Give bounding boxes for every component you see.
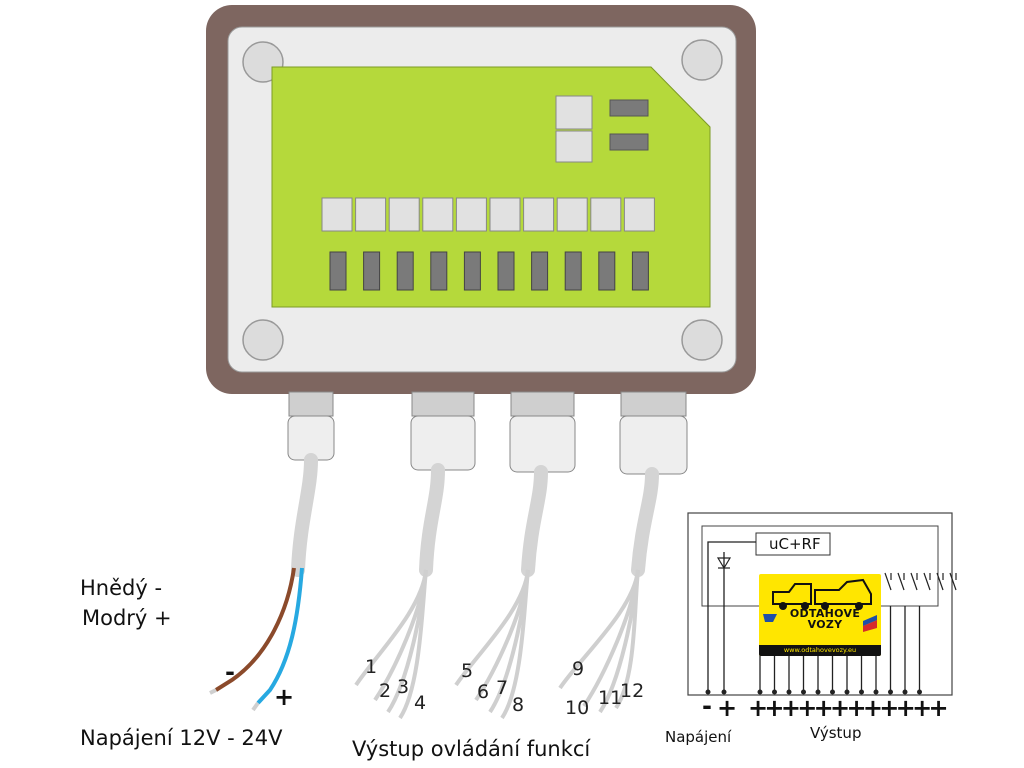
circuit-board xyxy=(271,66,711,308)
schematic-switch xyxy=(923,572,931,591)
board-component xyxy=(555,95,593,130)
wire-number: 3 xyxy=(397,676,410,698)
relay xyxy=(497,251,515,291)
output-cable-2 xyxy=(521,465,548,577)
terminal-block xyxy=(489,197,521,232)
schematic-terminal xyxy=(888,689,893,695)
relay xyxy=(598,251,616,291)
plus-sign: + xyxy=(274,683,295,711)
terminal-block xyxy=(422,197,454,232)
schematic-terminal xyxy=(705,689,711,695)
terminal-block xyxy=(321,197,353,232)
board-component xyxy=(609,99,649,117)
gland-nut xyxy=(510,391,575,417)
wire-number: 4 xyxy=(414,692,427,714)
output-wire xyxy=(500,569,530,720)
schematic-terminal xyxy=(757,689,763,695)
schematic-switch xyxy=(897,572,905,591)
schematic-terminal xyxy=(815,689,821,695)
output-wires-1 xyxy=(354,569,640,720)
terminal-row xyxy=(321,197,655,232)
schematic-switch xyxy=(910,572,918,591)
wire-number: 9 xyxy=(572,658,585,680)
schematic-terminal xyxy=(786,689,792,695)
wire-number: 10 xyxy=(565,697,590,719)
relay xyxy=(531,251,549,291)
wire-number: 1 xyxy=(365,656,378,678)
output-cable-3 xyxy=(631,467,659,577)
minus-sign: - xyxy=(225,658,235,686)
output-cable-1 xyxy=(419,463,445,577)
screw xyxy=(242,319,284,361)
screw xyxy=(681,39,723,81)
wire-number: 8 xyxy=(512,694,525,716)
gland-sleeve xyxy=(509,415,576,473)
relay xyxy=(631,251,649,291)
wire-number: 6 xyxy=(477,681,490,703)
schematic-switch xyxy=(884,572,892,591)
wire-number: 2 xyxy=(379,680,392,702)
schematic-power-label: Napájení xyxy=(665,728,732,746)
relay xyxy=(363,251,381,291)
schematic-switch xyxy=(936,572,944,591)
gland-nut xyxy=(288,391,334,417)
terminal-block xyxy=(388,197,420,232)
gland-nut xyxy=(411,391,475,417)
relay xyxy=(329,251,347,291)
wire-number: 12 xyxy=(620,680,645,702)
schematic-output-pluses: ++++++++++++ xyxy=(748,694,949,722)
terminal-block xyxy=(523,197,555,232)
relay xyxy=(564,251,582,291)
terminal-block xyxy=(623,197,655,232)
schematic-terminal xyxy=(721,689,727,695)
relay xyxy=(463,251,481,291)
uc-rf-label: uC+RF xyxy=(769,535,821,553)
schematic-plus: + xyxy=(717,694,738,722)
schematic-switch xyxy=(949,572,957,591)
schematic-terminal xyxy=(902,689,908,695)
power-label: Napájení 12V - 24V xyxy=(80,726,283,750)
schematic-terminal xyxy=(859,689,864,695)
gland-sleeve xyxy=(619,415,688,475)
wire-number: 7 xyxy=(496,677,509,699)
output-wire xyxy=(398,569,428,720)
schematic-terminal xyxy=(801,689,806,695)
uc-rf-module xyxy=(755,532,831,556)
terminal-block xyxy=(590,197,622,232)
schematic-minus: - xyxy=(702,692,712,720)
wire-number: 11 xyxy=(598,687,623,709)
schematic-terminal xyxy=(917,689,922,695)
brown-wire xyxy=(214,567,296,692)
wire-number: 5 xyxy=(461,660,474,682)
terminal-block xyxy=(355,197,387,232)
cable-glands xyxy=(287,391,688,475)
schematic-terminal xyxy=(772,689,777,695)
schematic-terminal xyxy=(873,689,879,695)
logo-url: www.odtahovevozy.eu xyxy=(759,645,881,656)
relay xyxy=(396,251,414,291)
screw xyxy=(681,319,723,361)
relay-row xyxy=(329,251,649,291)
power-cable xyxy=(291,453,318,577)
board-component xyxy=(609,133,649,151)
terminal-block xyxy=(455,197,487,232)
schematic-terminal xyxy=(844,689,850,695)
terminal-block xyxy=(556,197,588,232)
gland-nut xyxy=(620,391,687,417)
brown-wire-label: Hnědý - xyxy=(80,576,163,600)
outputs-label: Výstup ovládání funkcí xyxy=(352,737,591,761)
blue-wire xyxy=(256,567,304,705)
relay xyxy=(430,251,448,291)
board-component xyxy=(555,130,593,163)
schematic-output-label: Výstup xyxy=(810,724,862,742)
gland-sleeve xyxy=(410,415,476,471)
output-wire xyxy=(614,569,640,710)
blue-wire-label: Modrý + xyxy=(82,606,172,630)
schematic-terminal xyxy=(830,689,835,695)
